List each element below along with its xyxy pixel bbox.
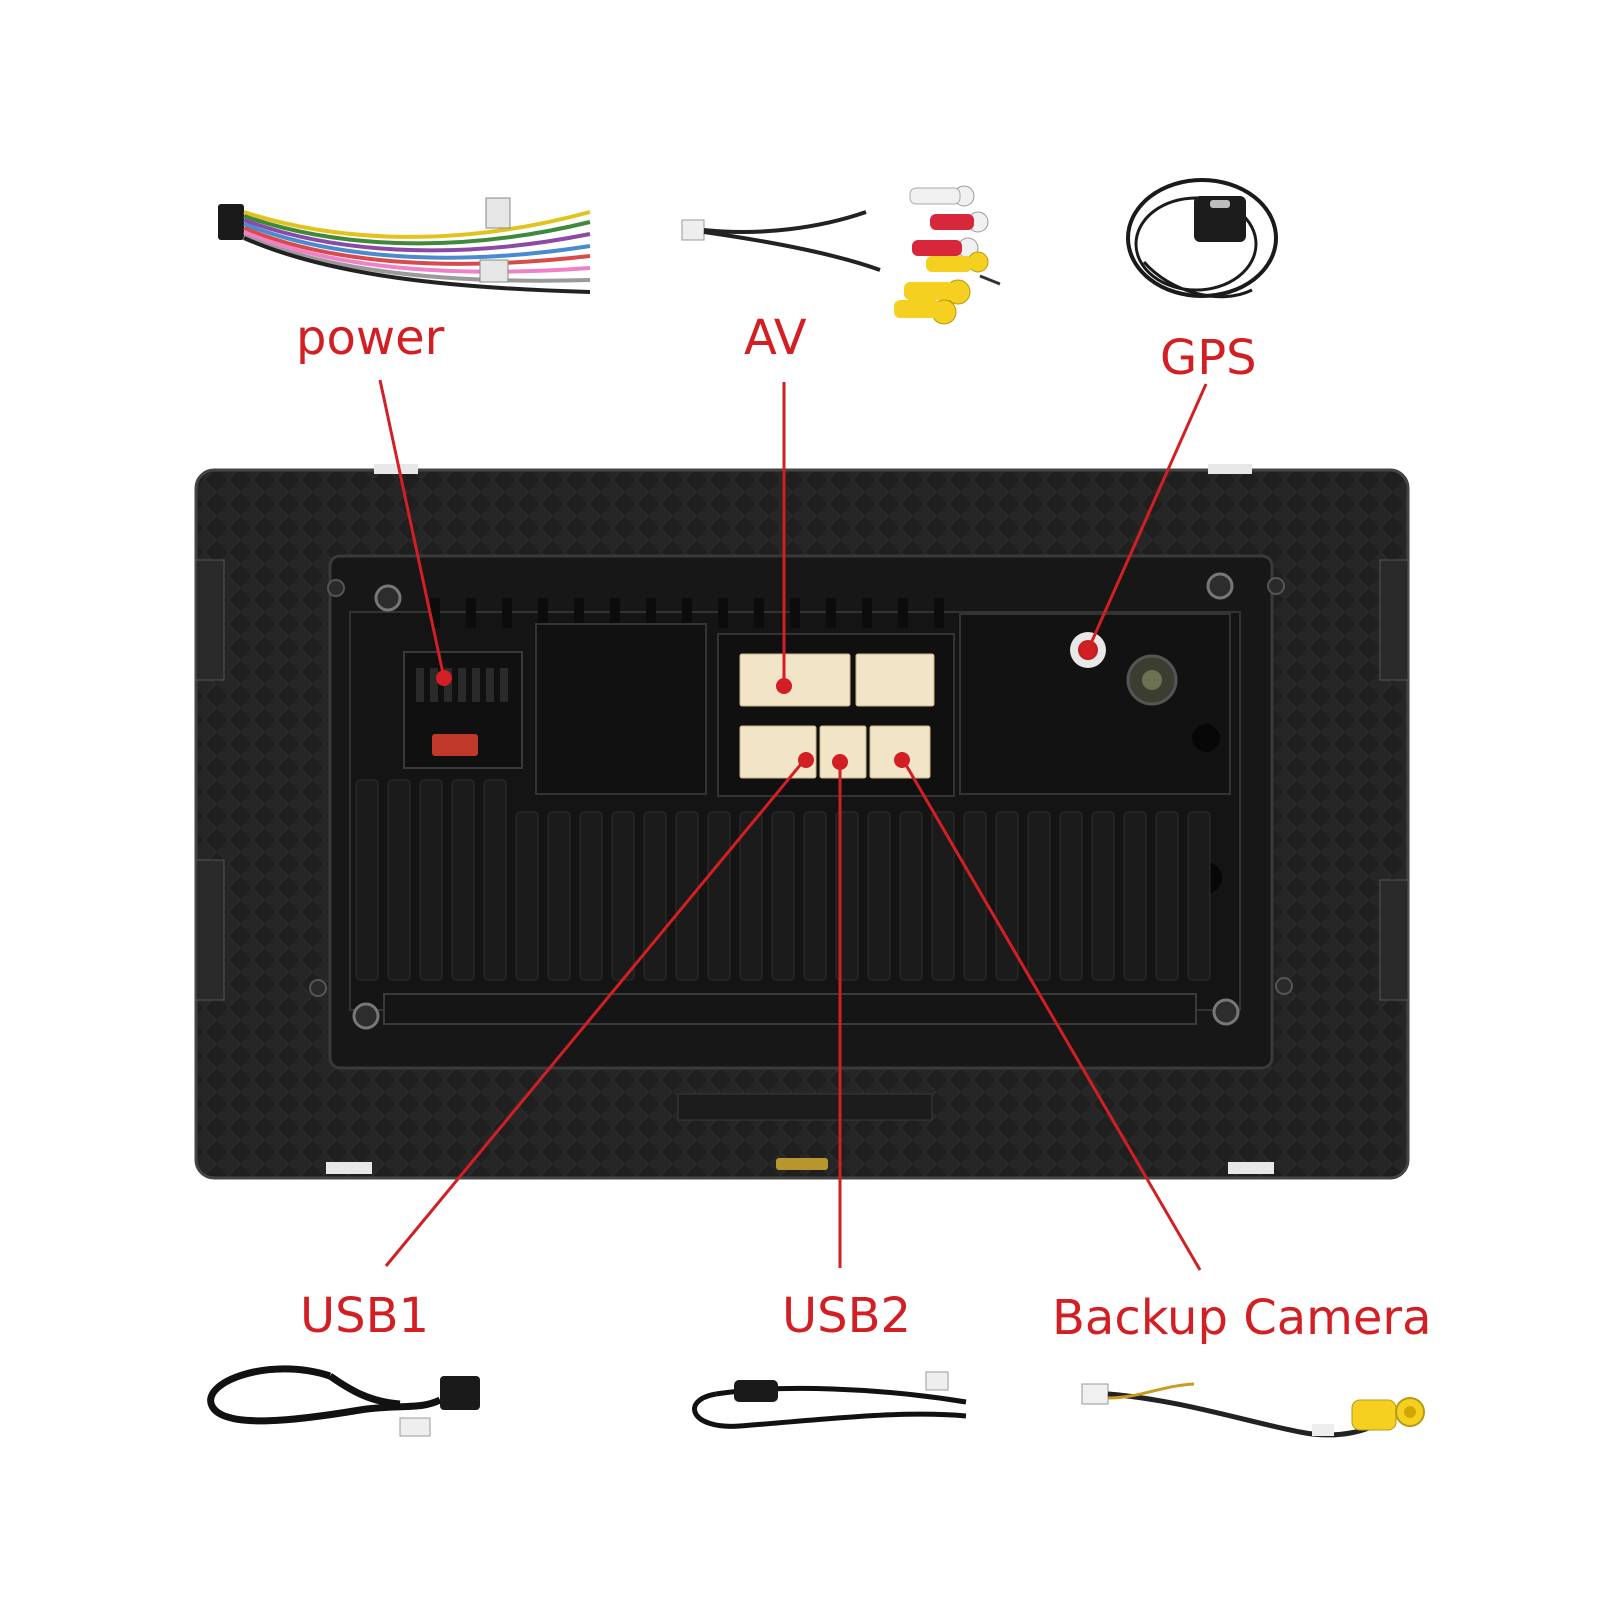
backup-camera-cable-icon	[1081, 1382, 1425, 1438]
callout-lines	[378, 379, 1208, 1271]
usb1-cable-icon	[207, 1365, 480, 1437]
usb2-callout-dot	[832, 754, 848, 770]
callout-dots	[436, 642, 1096, 770]
backup-camera-callout-dot	[894, 752, 910, 768]
gps-antenna-icon	[1126, 178, 1278, 299]
usb2-cable-icon	[692, 1371, 967, 1429]
gps-callout-line	[1086, 383, 1208, 651]
power-harness-icon	[218, 197, 591, 294]
av-label: AV	[744, 310, 807, 366]
usb2-label: USB2	[782, 1288, 912, 1344]
av-callout-dot	[776, 678, 792, 694]
usb1-callout-line	[384, 757, 808, 1267]
power-label: power	[296, 310, 445, 366]
backup-camera-label: Backup Camera	[1052, 1290, 1432, 1346]
backup-camera-callout-line	[900, 757, 1202, 1271]
gps-callout-dot	[1080, 642, 1096, 658]
usb1-label: USB1	[300, 1288, 430, 1344]
gps-label: GPS	[1160, 330, 1257, 386]
head-unit-back	[194, 464, 1410, 1180]
usb1-callout-dot	[798, 752, 814, 768]
power-callout-dot	[436, 670, 452, 686]
power-callout-line	[378, 379, 446, 679]
rca-av-cable-icon	[681, 185, 1001, 325]
